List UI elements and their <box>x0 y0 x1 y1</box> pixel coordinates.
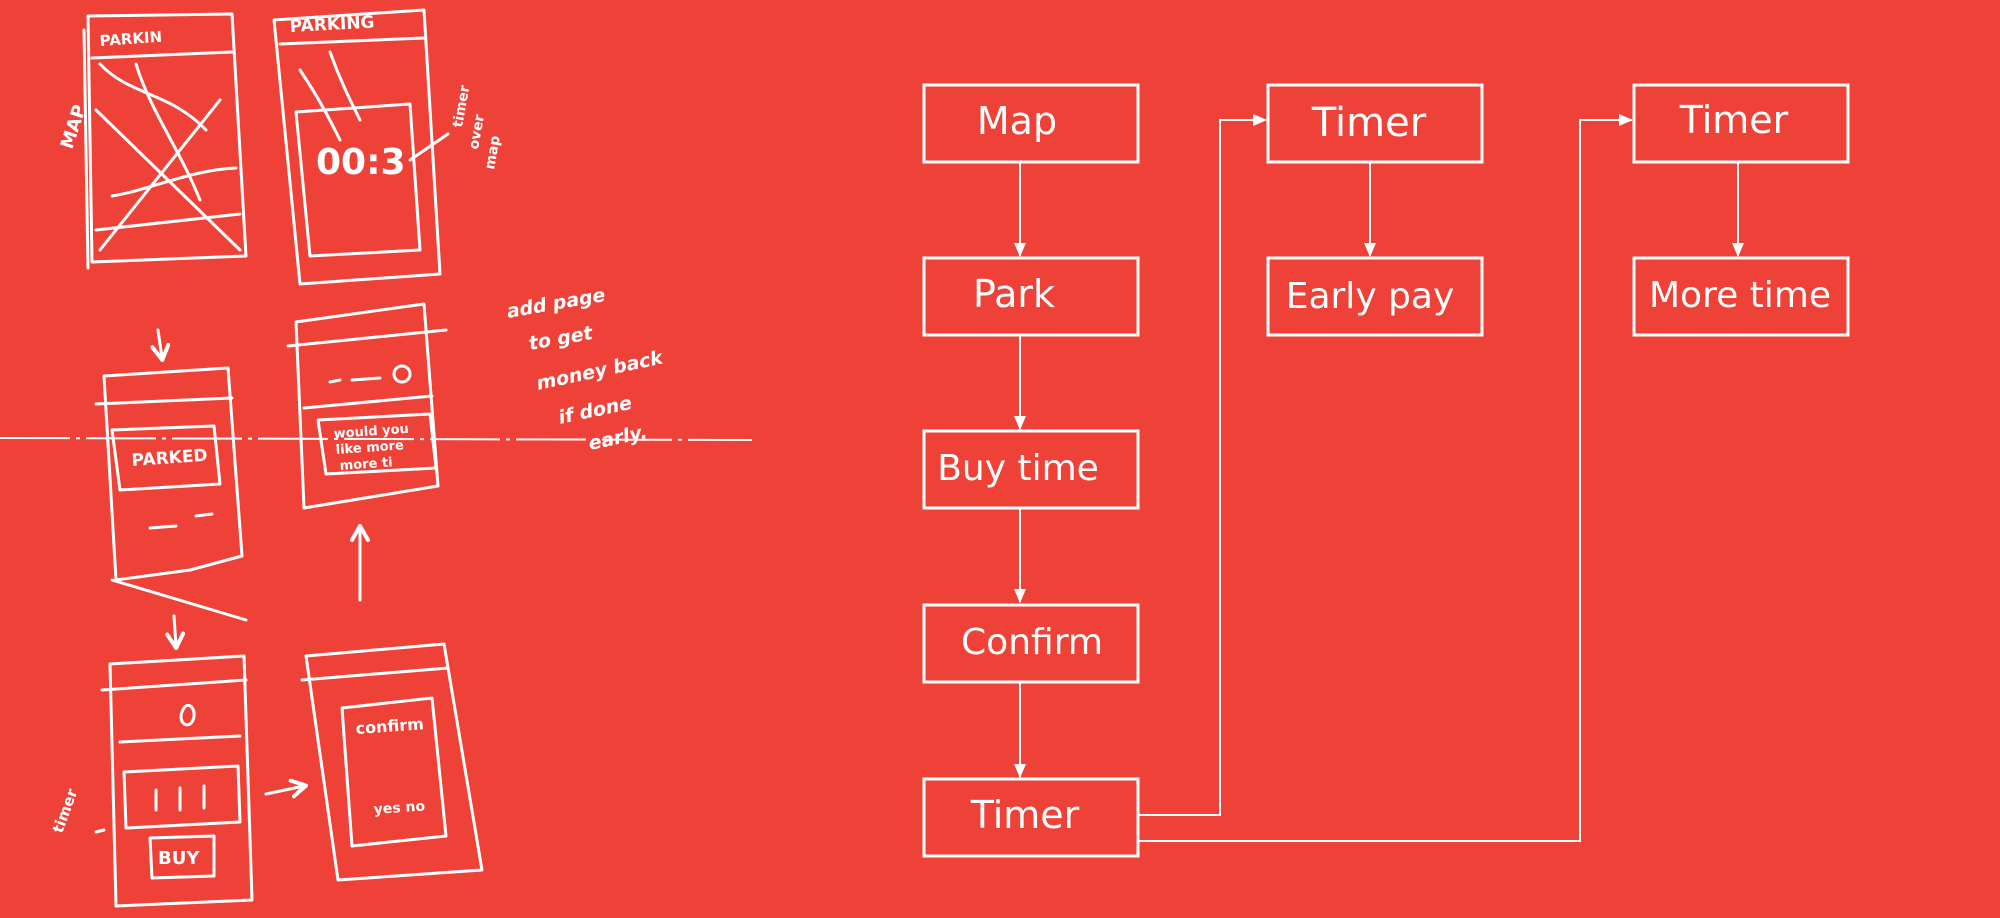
wireframe-buy-time: BUY timer <box>49 654 308 908</box>
flow-box-park: Park <box>922 256 1140 337</box>
wireframe-2-header: PARKING <box>289 13 375 37</box>
flow-box-buy-time-label: Buy time <box>937 448 1099 489</box>
wireframe-map: PARKIN MAP <box>57 12 248 270</box>
wireframe-timer-over-map: PARKING 00:3 timer over map <box>272 8 504 286</box>
wireframe-2-timer: 00:3 <box>316 142 406 183</box>
sketch-area: PARKIN MAP PARKING 00:3 timer over map <box>0 8 753 908</box>
flow-box-timer-2: Timer <box>1266 83 1484 164</box>
sketch-arrow-down-2 <box>165 614 186 650</box>
flow-box-timer-1-frame <box>922 777 1140 858</box>
wireframe-5-buy-button: BUY <box>158 848 200 869</box>
wireframe-confirm: confirm yes no <box>300 642 484 882</box>
wireframe-more-time: would you like more more ti <box>286 302 448 602</box>
flow-box-more-time-label: More time <box>1649 275 1831 316</box>
flow-box-timer-3: Timer <box>1632 83 1850 164</box>
flow-box-timer-2-frame <box>1266 83 1484 164</box>
flow-box-map: Map <box>922 83 1140 164</box>
connectors <box>1014 114 1744 842</box>
note-line-5: early. <box>586 421 649 455</box>
flow-box-timer-3-frame <box>1632 83 1850 164</box>
flow-box-confirm-frame <box>922 603 1140 684</box>
note-line-2: to get <box>527 322 595 355</box>
sketch-note: add page to get money back if done early… <box>505 284 666 455</box>
note-line-4: if done <box>556 392 634 429</box>
arrow-timer-to-timer-2 <box>1138 114 1267 816</box>
sketch-arrow-down-1 <box>150 328 171 362</box>
flow-box-timer-3-label: Timer <box>1679 98 1789 142</box>
note-line-3: money back <box>534 346 666 395</box>
wireframe-3-label: PARKED <box>131 446 208 471</box>
wireframe-2-note-3: map <box>482 134 504 170</box>
flowchart: Map Park Buy time Confirm Timer Timer Ea… <box>922 83 1850 858</box>
flow-box-confirm: Confirm <box>922 603 1140 684</box>
flow-box-park-label: Park <box>973 272 1055 316</box>
flow-box-more-time: More time <box>1632 256 1850 337</box>
arrow-timer-to-timer-3 <box>1138 114 1633 842</box>
note-line-1: add page <box>505 284 607 323</box>
wireframe-4-text-3: more ti <box>339 455 393 474</box>
flow-box-early-pay-label: Early pay <box>1286 276 1455 317</box>
flow-box-early-pay-frame <box>1266 256 1484 337</box>
wireframe-1-header: PARKIN <box>99 28 163 50</box>
flow-box-buy-time-frame <box>922 429 1140 510</box>
wireframe-4-text-2: like more <box>335 438 404 458</box>
wireframe-2-note-1: timer <box>450 84 473 129</box>
flow-box-park-frame <box>922 256 1140 337</box>
wireframe-parked: PARKED <box>94 366 248 622</box>
sketch-divider <box>0 437 753 441</box>
flow-box-more-time-frame <box>1632 256 1850 337</box>
flow-box-timer-1-label: Timer <box>970 793 1080 837</box>
wireframe-6-title: confirm <box>355 714 424 738</box>
wireframe-4-text-1: would you <box>333 422 409 442</box>
flow-box-buy-time: Buy time <box>922 429 1140 510</box>
flow-box-timer-2-label: Timer <box>1311 100 1427 146</box>
wireframe-6-buttons: yes no <box>373 798 426 818</box>
flow-box-map-frame <box>922 83 1140 164</box>
wireframe-5-side-label: timer <box>49 786 82 835</box>
flow-box-confirm-label: Confirm <box>961 622 1103 663</box>
wireframe-2-note-2: over <box>466 113 488 150</box>
flow-box-early-pay: Early pay <box>1266 256 1484 337</box>
flow-box-timer-1: Timer <box>922 777 1140 858</box>
flow-box-map-label: Map <box>977 99 1057 143</box>
